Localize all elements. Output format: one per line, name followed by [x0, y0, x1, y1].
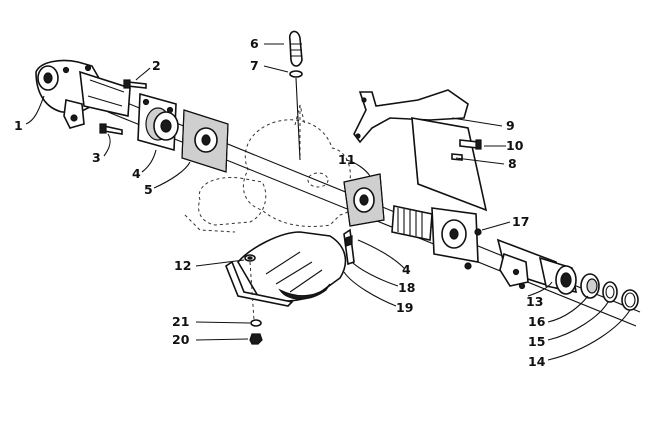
callout-6: 6 — [250, 36, 259, 51]
callout-7: 7 — [250, 58, 259, 73]
right-splined-bearing — [391, 205, 482, 270]
callout-14: 14 — [528, 354, 546, 369]
callout-4-right: 4 — [402, 262, 411, 277]
bolt-lower — [99, 123, 123, 135]
washer-12 — [244, 254, 256, 262]
engine-ghost-outline — [184, 104, 358, 233]
leader-lines — [25, 43, 631, 361]
bearing-16 — [580, 273, 600, 299]
upper-right-bracket — [353, 89, 488, 212]
callout-20: 20 — [172, 332, 190, 347]
callout-15: 15 — [528, 334, 545, 349]
dipstick — [288, 30, 303, 161]
left-bearing-plate — [181, 109, 229, 173]
callout-19: 19 — [396, 300, 413, 315]
stud-guide-line — [249, 261, 255, 321]
callout-10: 10 — [506, 138, 524, 153]
callout-4-left: 4 — [132, 166, 141, 181]
right-flange-plate — [343, 173, 385, 227]
callout-17: 17 — [512, 214, 529, 229]
lock-washer-21 — [250, 319, 262, 327]
callout-13: 13 — [526, 294, 543, 309]
left-hub-housing — [35, 59, 131, 129]
snap-ring-14 — [621, 289, 639, 311]
callout-2: 2 — [152, 58, 161, 73]
guard-plate — [225, 228, 355, 307]
callout-5: 5 — [144, 182, 153, 197]
seal-ring-15 — [602, 281, 618, 303]
callout-8: 8 — [508, 156, 517, 171]
bolt-upper — [123, 79, 147, 89]
callout-3: 3 — [92, 150, 101, 165]
callout-18: 18 — [398, 280, 415, 295]
callout-16: 16 — [528, 314, 546, 329]
callout-11: 11 — [338, 152, 355, 167]
left-bearing-flange — [137, 92, 179, 152]
callout-1: 1 — [14, 118, 23, 133]
callout-21: 21 — [172, 314, 189, 329]
callout-labels: 1 2 3 4 5 6 7 8 9 10 11 12 13 14 15 16 1… — [14, 36, 546, 369]
nut-20 — [249, 333, 263, 345]
callout-9: 9 — [506, 118, 515, 133]
right-hub-tube — [496, 238, 577, 295]
callout-12: 12 — [174, 258, 191, 273]
